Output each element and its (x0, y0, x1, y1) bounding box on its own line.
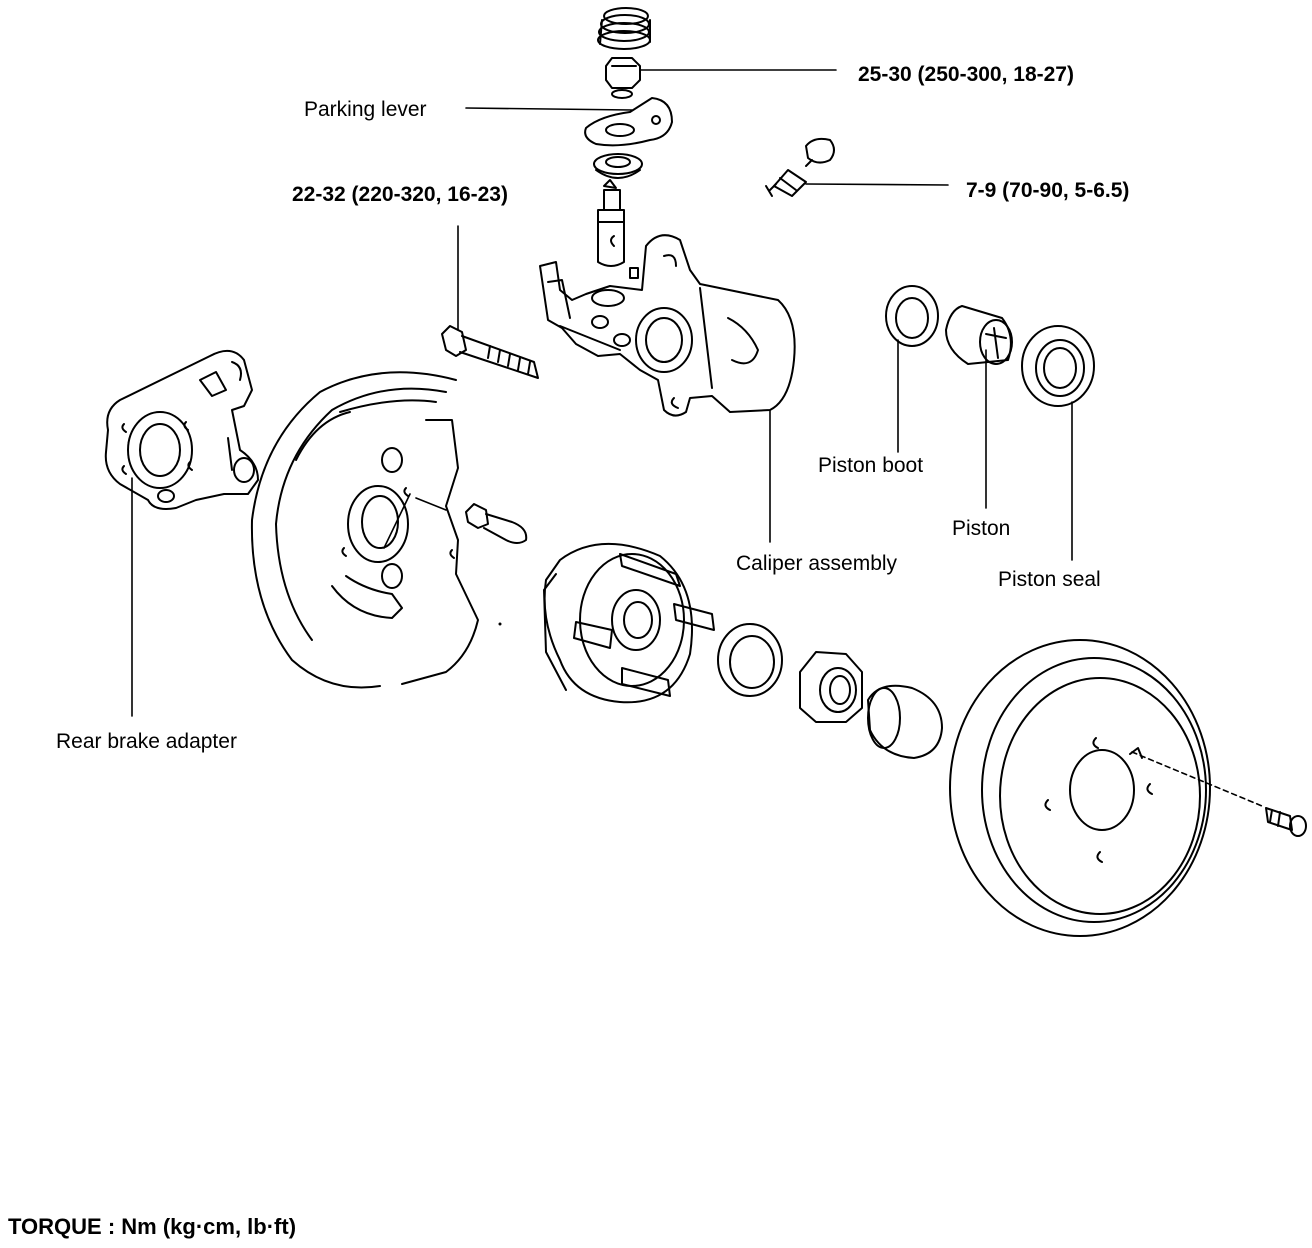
wheel-hub (544, 544, 714, 702)
torque-units-legend: TORQUE : Nm (kg·cm, lb·ft) (8, 1214, 297, 1239)
piston-seal-label: Piston seal (998, 568, 1101, 591)
torque-label-left: 22-32 (220-320, 16-23) (292, 183, 508, 206)
parking-lever-label: Parking lever (304, 98, 427, 121)
rear-brake-adapter (106, 351, 258, 509)
torque-label-right: 7-9 (70-90, 5-6.5) (966, 179, 1130, 202)
rear-brake-adapter-label: Rear brake adapter (56, 730, 237, 753)
lock-nut (606, 58, 640, 98)
snap-ring (718, 624, 782, 696)
disc-screw (1266, 808, 1306, 836)
piston-boot (886, 286, 938, 346)
grease-cap (868, 686, 942, 758)
piston-seal (1022, 326, 1094, 406)
caliper-assembly-label: Caliper assembly (736, 552, 898, 575)
parking-lever (585, 98, 672, 178)
bleeder-screw (766, 139, 834, 196)
bearing-nut (800, 652, 862, 722)
parking-shaft (598, 180, 624, 266)
caliper-assembly (540, 235, 795, 415)
torque-label-top: 25-30 (250-300, 18-27) (858, 63, 1074, 86)
mounting-bolt (442, 326, 538, 378)
shield-bolt (466, 504, 526, 543)
piston-boot-label: Piston boot (818, 454, 924, 477)
stray-dot (498, 622, 502, 626)
piston-label: Piston (952, 517, 1011, 540)
piston (946, 306, 1012, 364)
return-spring (598, 8, 650, 49)
dust-shield (252, 372, 478, 687)
brake-disc (950, 640, 1210, 936)
